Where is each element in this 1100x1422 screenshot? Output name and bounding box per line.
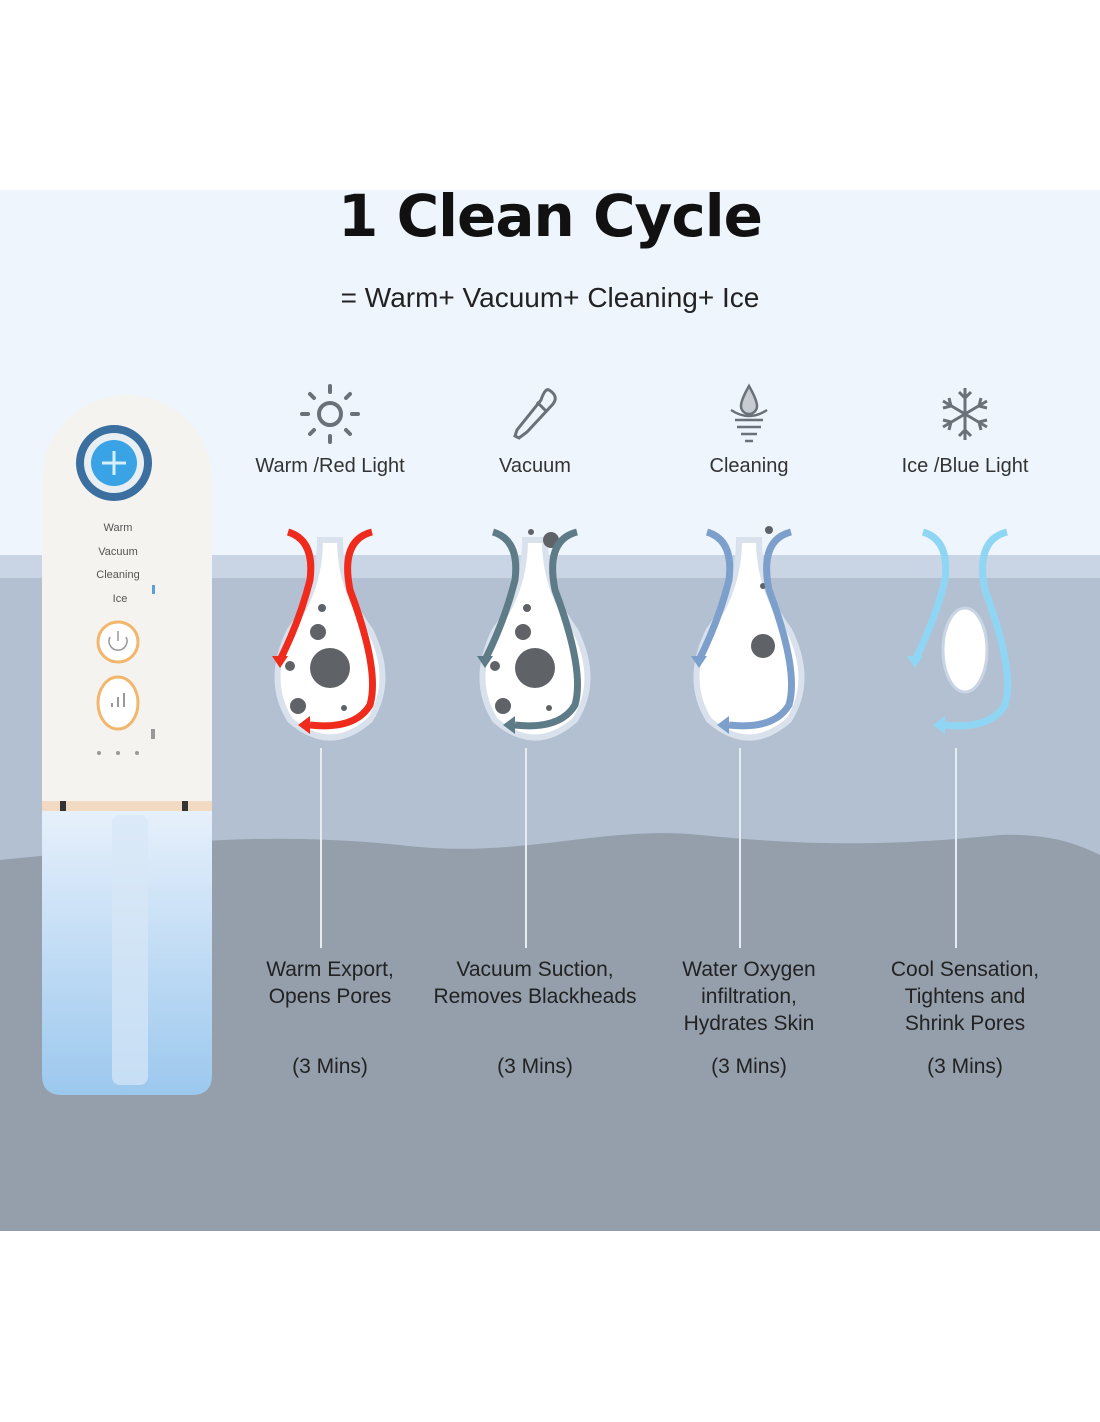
mode-duration: (3 Mins) <box>292 1055 368 1078</box>
description-line: Water Oxygen <box>682 958 816 981</box>
pore-diagram-cleaning <box>679 520 819 755</box>
pore-diagram-vacuum <box>465 520 605 755</box>
pore-diagram-warm-red-light <box>260 520 400 755</box>
device-label-warm: Warm <box>103 522 133 534</box>
mode-duration: (3 Mins) <box>927 1055 1003 1078</box>
mode-description: Water Oxygen infiltration, Hydrates Skin <box>629 956 869 1037</box>
mode-label-cleaning: Cleaning <box>709 455 789 477</box>
description-line: Removes Blackheads <box>433 985 637 1008</box>
dropper-icon <box>415 382 655 446</box>
device-label-cleaning: Cleaning <box>96 569 140 581</box>
pointer-line <box>525 748 527 948</box>
device-label-vacuum: Vacuum <box>98 546 138 558</box>
sun-icon <box>210 382 450 446</box>
pointer-line <box>955 748 957 948</box>
description-line: Shrink Pores <box>904 1012 1026 1035</box>
mode-duration: (3 Mins) <box>497 1055 573 1078</box>
page-title: 1 Clean Cycle <box>338 182 763 250</box>
description-line: Vacuum Suction, <box>456 958 614 981</box>
mode-label-ice-blue-light: Ice /Blue Light <box>901 455 1029 477</box>
water-drop-swirl-icon <box>629 382 869 446</box>
description-line: Cool Sensation, <box>890 958 1040 981</box>
mode-label-warm-red-light: Warm /Red Light <box>255 455 405 477</box>
description-line: Hydrates Skin <box>683 1012 815 1035</box>
mode-description: Warm Export, Opens Pores <box>210 956 450 1010</box>
pore-diagram-ice-blue-light <box>895 520 1035 755</box>
page-subtitle: = Warm+ Vacuum+ Cleaning+ Ice <box>340 282 760 313</box>
pointer-line <box>320 748 322 948</box>
mode-description: Vacuum Suction, Removes Blackheads <box>415 956 655 1010</box>
pointer-line <box>739 748 741 948</box>
device-label-ice: Ice <box>112 593 128 605</box>
description-line: infiltration, <box>701 985 797 1008</box>
mode-label-vacuum: Vacuum <box>499 455 571 477</box>
description-line: Tightens and <box>904 985 1026 1008</box>
description-line: Opens Pores <box>268 985 392 1008</box>
snowflake-icon <box>845 382 1085 446</box>
mode-duration: (3 Mins) <box>711 1055 787 1078</box>
description-line: Warm Export, <box>266 958 394 981</box>
device-image <box>42 395 212 1095</box>
